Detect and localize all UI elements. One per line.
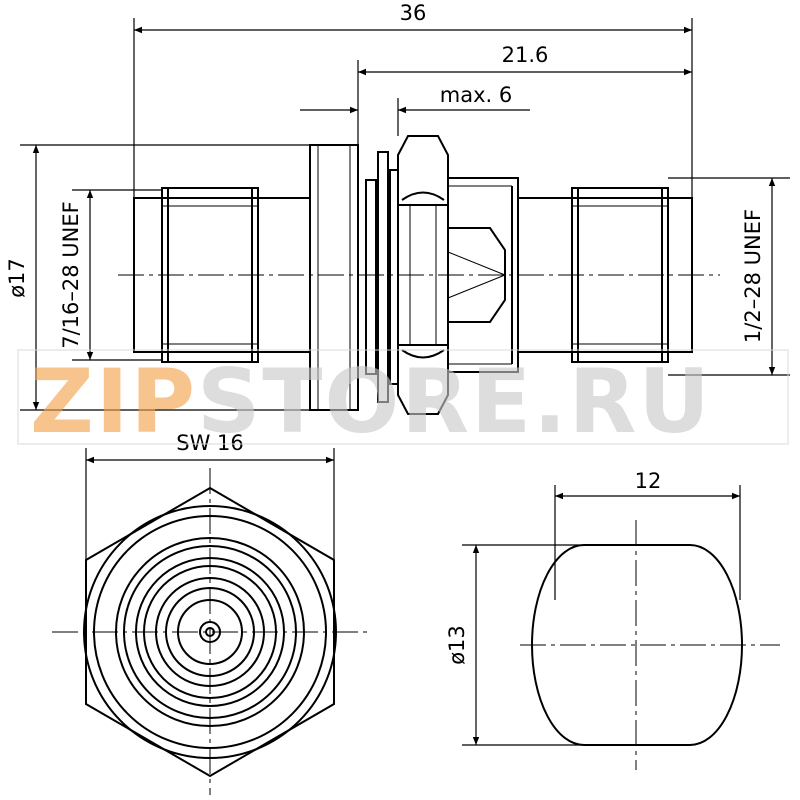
left-connector — [133, 187, 311, 363]
side-dimensions — [20, 18, 790, 411]
coupling-section — [447, 177, 519, 373]
center-pin — [199, 621, 221, 643]
dim-label-right-thread: 1/2–28 UNEF — [741, 209, 765, 343]
dim-label-sw16: SW 16 — [176, 431, 244, 455]
watermark: ZIPSTORE.RU — [17, 349, 789, 453]
front-view — [52, 468, 370, 795]
hex-nut — [397, 135, 449, 415]
watermark-rest: STORE.RU — [197, 350, 712, 453]
sw16-dimension — [85, 448, 335, 560]
flange — [309, 144, 359, 411]
right-connector — [517, 187, 693, 363]
dim-label-left-thread: 7/16–28 UNEF — [59, 201, 83, 348]
dim-label-36: 36 — [400, 1, 427, 25]
dim-label-max6: max. 6 — [440, 83, 512, 107]
cap-dimensions — [462, 485, 741, 746]
dim-label-12: 12 — [635, 469, 662, 493]
svg-text:ZIPSTORE.RU: ZIPSTORE.RU — [30, 350, 712, 453]
dim-label-21-6: 21.6 — [502, 43, 549, 67]
cap-view — [520, 520, 780, 770]
washers — [365, 151, 399, 403]
cap-outline — [531, 544, 743, 746]
dim-label-d13: ø13 — [445, 625, 469, 665]
watermark-zip: ZIP — [30, 350, 197, 453]
dim-label-d17: ø17 — [5, 258, 29, 298]
side-view — [118, 135, 720, 415]
